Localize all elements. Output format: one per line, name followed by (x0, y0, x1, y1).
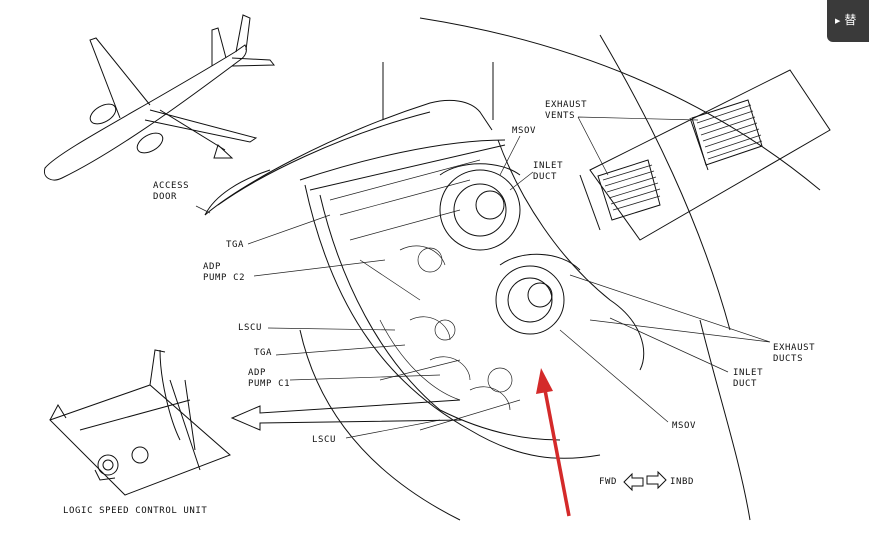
label-tga-top: TGA (226, 240, 245, 250)
label-fwd: FWD (599, 477, 618, 487)
corner-action-button[interactable]: ▶替 (827, 0, 869, 42)
label-tga-bottom: TGA (254, 348, 273, 358)
apu-compartment (204, 99, 645, 459)
exhaust-vents (597, 99, 763, 221)
label-inbd: INBD (670, 477, 695, 487)
label-lscu-mid: LSCU (238, 323, 263, 333)
fuselage-outline (299, 17, 831, 521)
hollow-arrow (230, 399, 463, 431)
airplane-icon (43, 14, 276, 181)
direction-arrow-icon (623, 470, 667, 492)
red-pointer-arrow (536, 368, 571, 517)
label-msov-top: MSOV (512, 126, 537, 136)
lscu-inset (49, 349, 231, 496)
label-lscu-bottom: LSCU (312, 435, 337, 445)
leader-lines (195, 116, 771, 439)
play-icon: ▶ (835, 16, 841, 25)
caption-logic-speed-control-unit: LOGIC SPEED CONTROL UNIT (63, 506, 208, 516)
label-msov-bottom: MSOV (672, 421, 697, 431)
